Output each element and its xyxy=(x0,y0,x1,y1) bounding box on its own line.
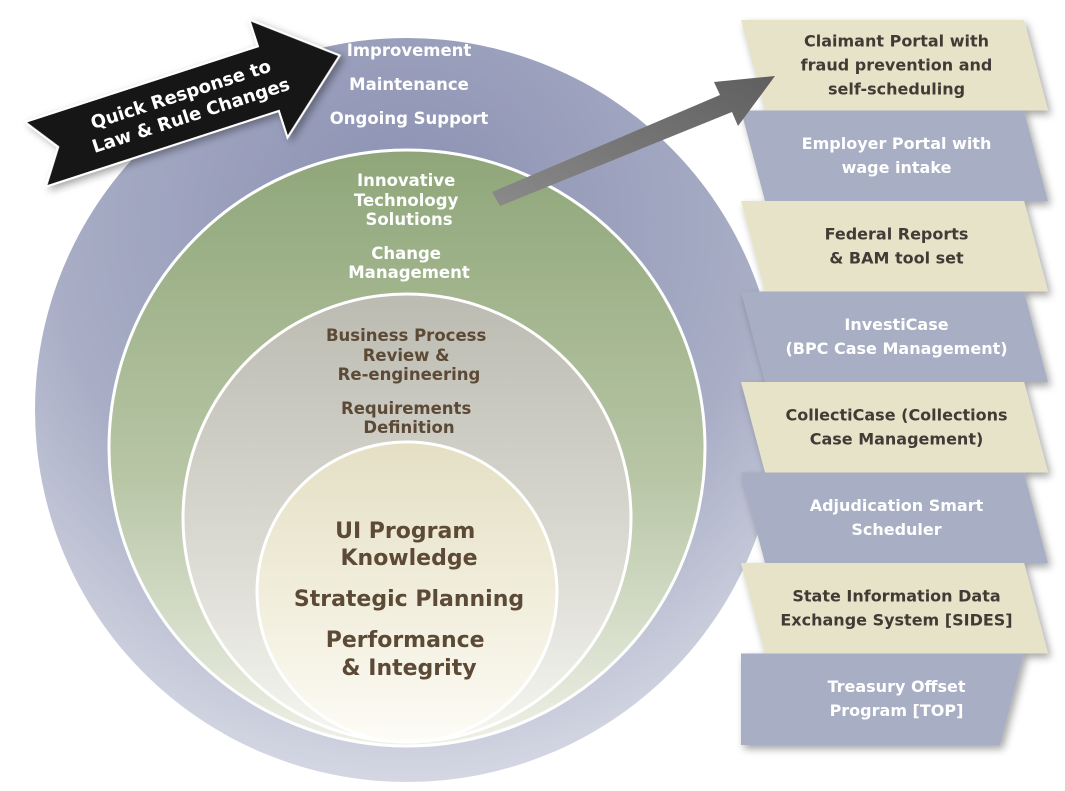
product-label: Federal Reports& BAM tool set xyxy=(825,224,969,267)
core-ring xyxy=(255,440,559,744)
product-tile xyxy=(741,472,1048,563)
product-label: InvestiCase(BPC Case Management) xyxy=(785,315,1007,358)
arrow-up-right-icon xyxy=(492,76,775,206)
product-tile xyxy=(741,563,1048,654)
arrow-right-icon xyxy=(22,17,342,189)
ring-label-maintenance: Maintenance xyxy=(349,75,469,94)
product-tile xyxy=(741,110,1048,201)
core-label-performance: Performance & Integrity xyxy=(326,628,493,681)
ring-label-change-management: Change Management xyxy=(348,244,470,282)
product-tile xyxy=(741,20,1048,111)
ring-label-continuous-improvement: Continuous Improvement xyxy=(347,22,472,60)
ring-label-requirements: Requirements Definition xyxy=(341,399,477,437)
ring-label-ongoing-support: Ongoing Support xyxy=(330,109,489,128)
core-label-ui-program: UI Program Knowledge xyxy=(335,519,483,571)
ring-label-business-process: Business Process Review & Re-engineering xyxy=(326,326,492,384)
product-tile xyxy=(741,653,1024,745)
product-tile xyxy=(741,382,1048,473)
connector-arrow xyxy=(492,76,775,206)
core-label-strategic-planning: Strategic Planning xyxy=(294,587,524,612)
product-tile xyxy=(741,201,1048,292)
product-tile xyxy=(741,291,1048,382)
ring-label-innovative-technology: Innovative Technology Solutions xyxy=(354,171,464,229)
